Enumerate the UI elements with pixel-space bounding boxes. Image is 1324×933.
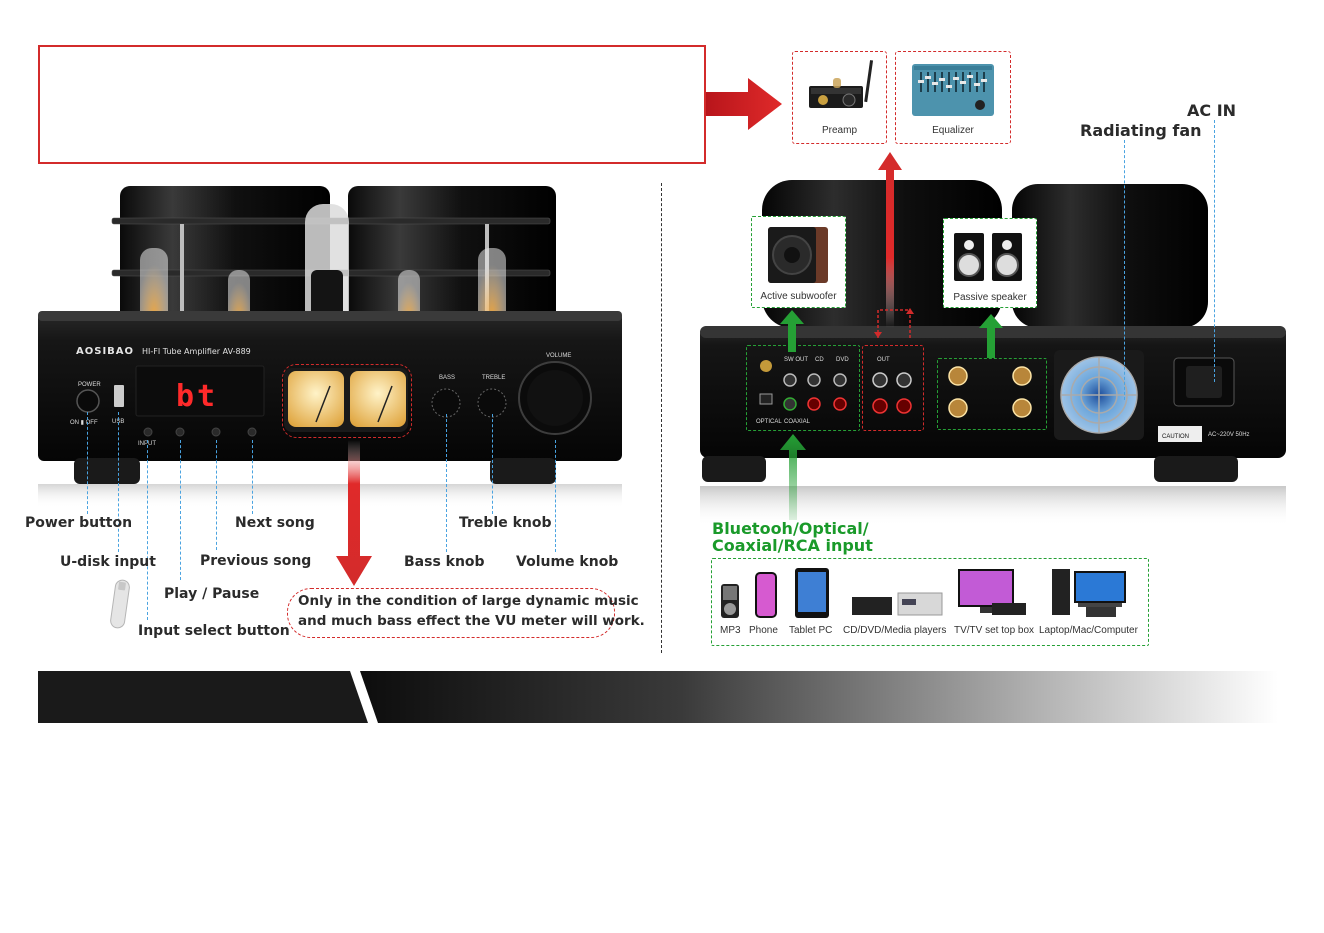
- banner-arrow-icon: [706, 78, 782, 130]
- ac-rating-text: AC~220V 50Hz: [1208, 432, 1250, 438]
- brand-logo: AOSIBAO: [76, 346, 135, 357]
- leader-bass: [446, 414, 447, 552]
- output-up-arrow-icon: [878, 152, 902, 328]
- mp3-player-icon: [721, 584, 739, 618]
- leader-input: [147, 440, 148, 620]
- leader-volume: [555, 440, 556, 552]
- passive-speaker-box: Passive speaker: [943, 218, 1037, 308]
- equalizer-image: [912, 64, 994, 116]
- preamp-image: [809, 60, 874, 108]
- label-input-select: Input select button: [138, 623, 290, 639]
- vu-note-box: Only in the condition of large dynamic m…: [287, 588, 645, 638]
- phone-icon: [755, 572, 777, 618]
- label-previous-song: Previous song: [200, 553, 312, 569]
- vu-note-line1: Only in the condition of large dynamic m…: [298, 593, 639, 609]
- label-power-button: Power button: [25, 515, 133, 531]
- leader-play: [180, 440, 181, 580]
- tv-icon: [958, 569, 1026, 615]
- usb-stick-icon: [110, 579, 130, 629]
- dvd-text: DVD: [836, 357, 849, 363]
- source-phone: Phone: [749, 625, 778, 636]
- vu-meter-highlight: [282, 364, 412, 438]
- label-play-pause: Play / Pause: [164, 586, 260, 602]
- top-banner: [38, 45, 706, 164]
- input-arrow-icon: [780, 434, 806, 520]
- preamp-box: Preamp: [792, 51, 887, 144]
- model-text: HI-FI Tube Amplifier AV-889: [142, 347, 251, 356]
- leader-next: [252, 440, 253, 514]
- volume-text: VOLUME: [546, 353, 572, 359]
- sw-out-text: SW OUT: [784, 357, 808, 363]
- computer-icon: [1052, 569, 1126, 617]
- bottom-banner: [38, 671, 1278, 723]
- equalizer-label: Equalizer: [932, 125, 974, 136]
- label-ac-in: AC IN: [1187, 101, 1237, 120]
- panel-divider: [661, 183, 662, 653]
- source-tablet: Tablet PC: [789, 625, 833, 636]
- preamp-label: Preamp: [821, 125, 857, 136]
- media-player-icon: [852, 592, 943, 616]
- label-u-disk-input: U-disk input: [60, 554, 156, 570]
- optical-text: OPTICAL: [756, 419, 782, 425]
- label-next-song: Next song: [235, 515, 315, 531]
- label-volume-knob: Volume knob: [516, 554, 619, 570]
- subwoofer-image: [768, 227, 828, 283]
- leader-prev: [216, 440, 217, 550]
- caution-text: CAUTION: [1162, 434, 1189, 440]
- label-input-line2: Coaxial/RCA input: [712, 536, 873, 555]
- label-bass-knob: Bass knob: [404, 554, 485, 570]
- vu-arrow-icon: [336, 440, 372, 586]
- vu-note-line2: and much bass effect the VU meter will w…: [298, 613, 645, 629]
- active-subwoofer-label: Active subwoofer: [760, 291, 837, 302]
- display-readout: bt: [176, 379, 219, 414]
- leader-fan: [1124, 140, 1125, 400]
- rear-amplifier-image: [700, 180, 1286, 526]
- speaker-arrow-icon: [979, 314, 1003, 358]
- coaxial-text: COAXIAL: [784, 419, 811, 425]
- label-radiating-fan: Radiating fan: [1080, 121, 1202, 140]
- label-treble-knob: Treble knob: [459, 515, 552, 531]
- active-subwoofer-box: Active subwoofer: [751, 216, 846, 308]
- source-tv: TV/TV set top box: [954, 625, 1035, 636]
- on-off-text: ON ▮ OFF: [70, 420, 98, 426]
- leader-power: [87, 412, 88, 514]
- source-computer: Laptop/Mac/Computer: [1039, 625, 1138, 636]
- equalizer-box: Equalizer: [895, 51, 1011, 144]
- power-text: POWER: [78, 382, 101, 388]
- speaker-terminals-highlight: [937, 358, 1047, 430]
- source-mp3: MP3: [720, 625, 741, 636]
- passive-speaker-label: Passive speaker: [953, 292, 1027, 303]
- tablet-icon: [795, 568, 829, 618]
- front-amplifier-image: [38, 186, 622, 508]
- output-bracket-icon: [874, 308, 914, 338]
- input-jacks-highlight: [746, 345, 860, 431]
- bass-text: BASS: [439, 375, 456, 381]
- leader-ac: [1214, 120, 1215, 382]
- cd-text: CD: [815, 357, 824, 363]
- source-media-players: CD/DVD/Media players: [843, 625, 947, 636]
- label-input-line1: Bluetooh/Optical/: [712, 519, 869, 538]
- leader-usb: [118, 412, 119, 552]
- subwoofer-arrow-icon: [780, 310, 804, 352]
- treble-text: TREBLE: [482, 375, 506, 381]
- out-text: OUT: [877, 357, 890, 363]
- output-jacks-highlight: [862, 345, 924, 431]
- leader-treble: [492, 414, 493, 514]
- sources-box: MP3 Phone Tablet PC CD/DVD/Media players…: [711, 558, 1149, 646]
- passive-speaker-image: [954, 233, 1022, 281]
